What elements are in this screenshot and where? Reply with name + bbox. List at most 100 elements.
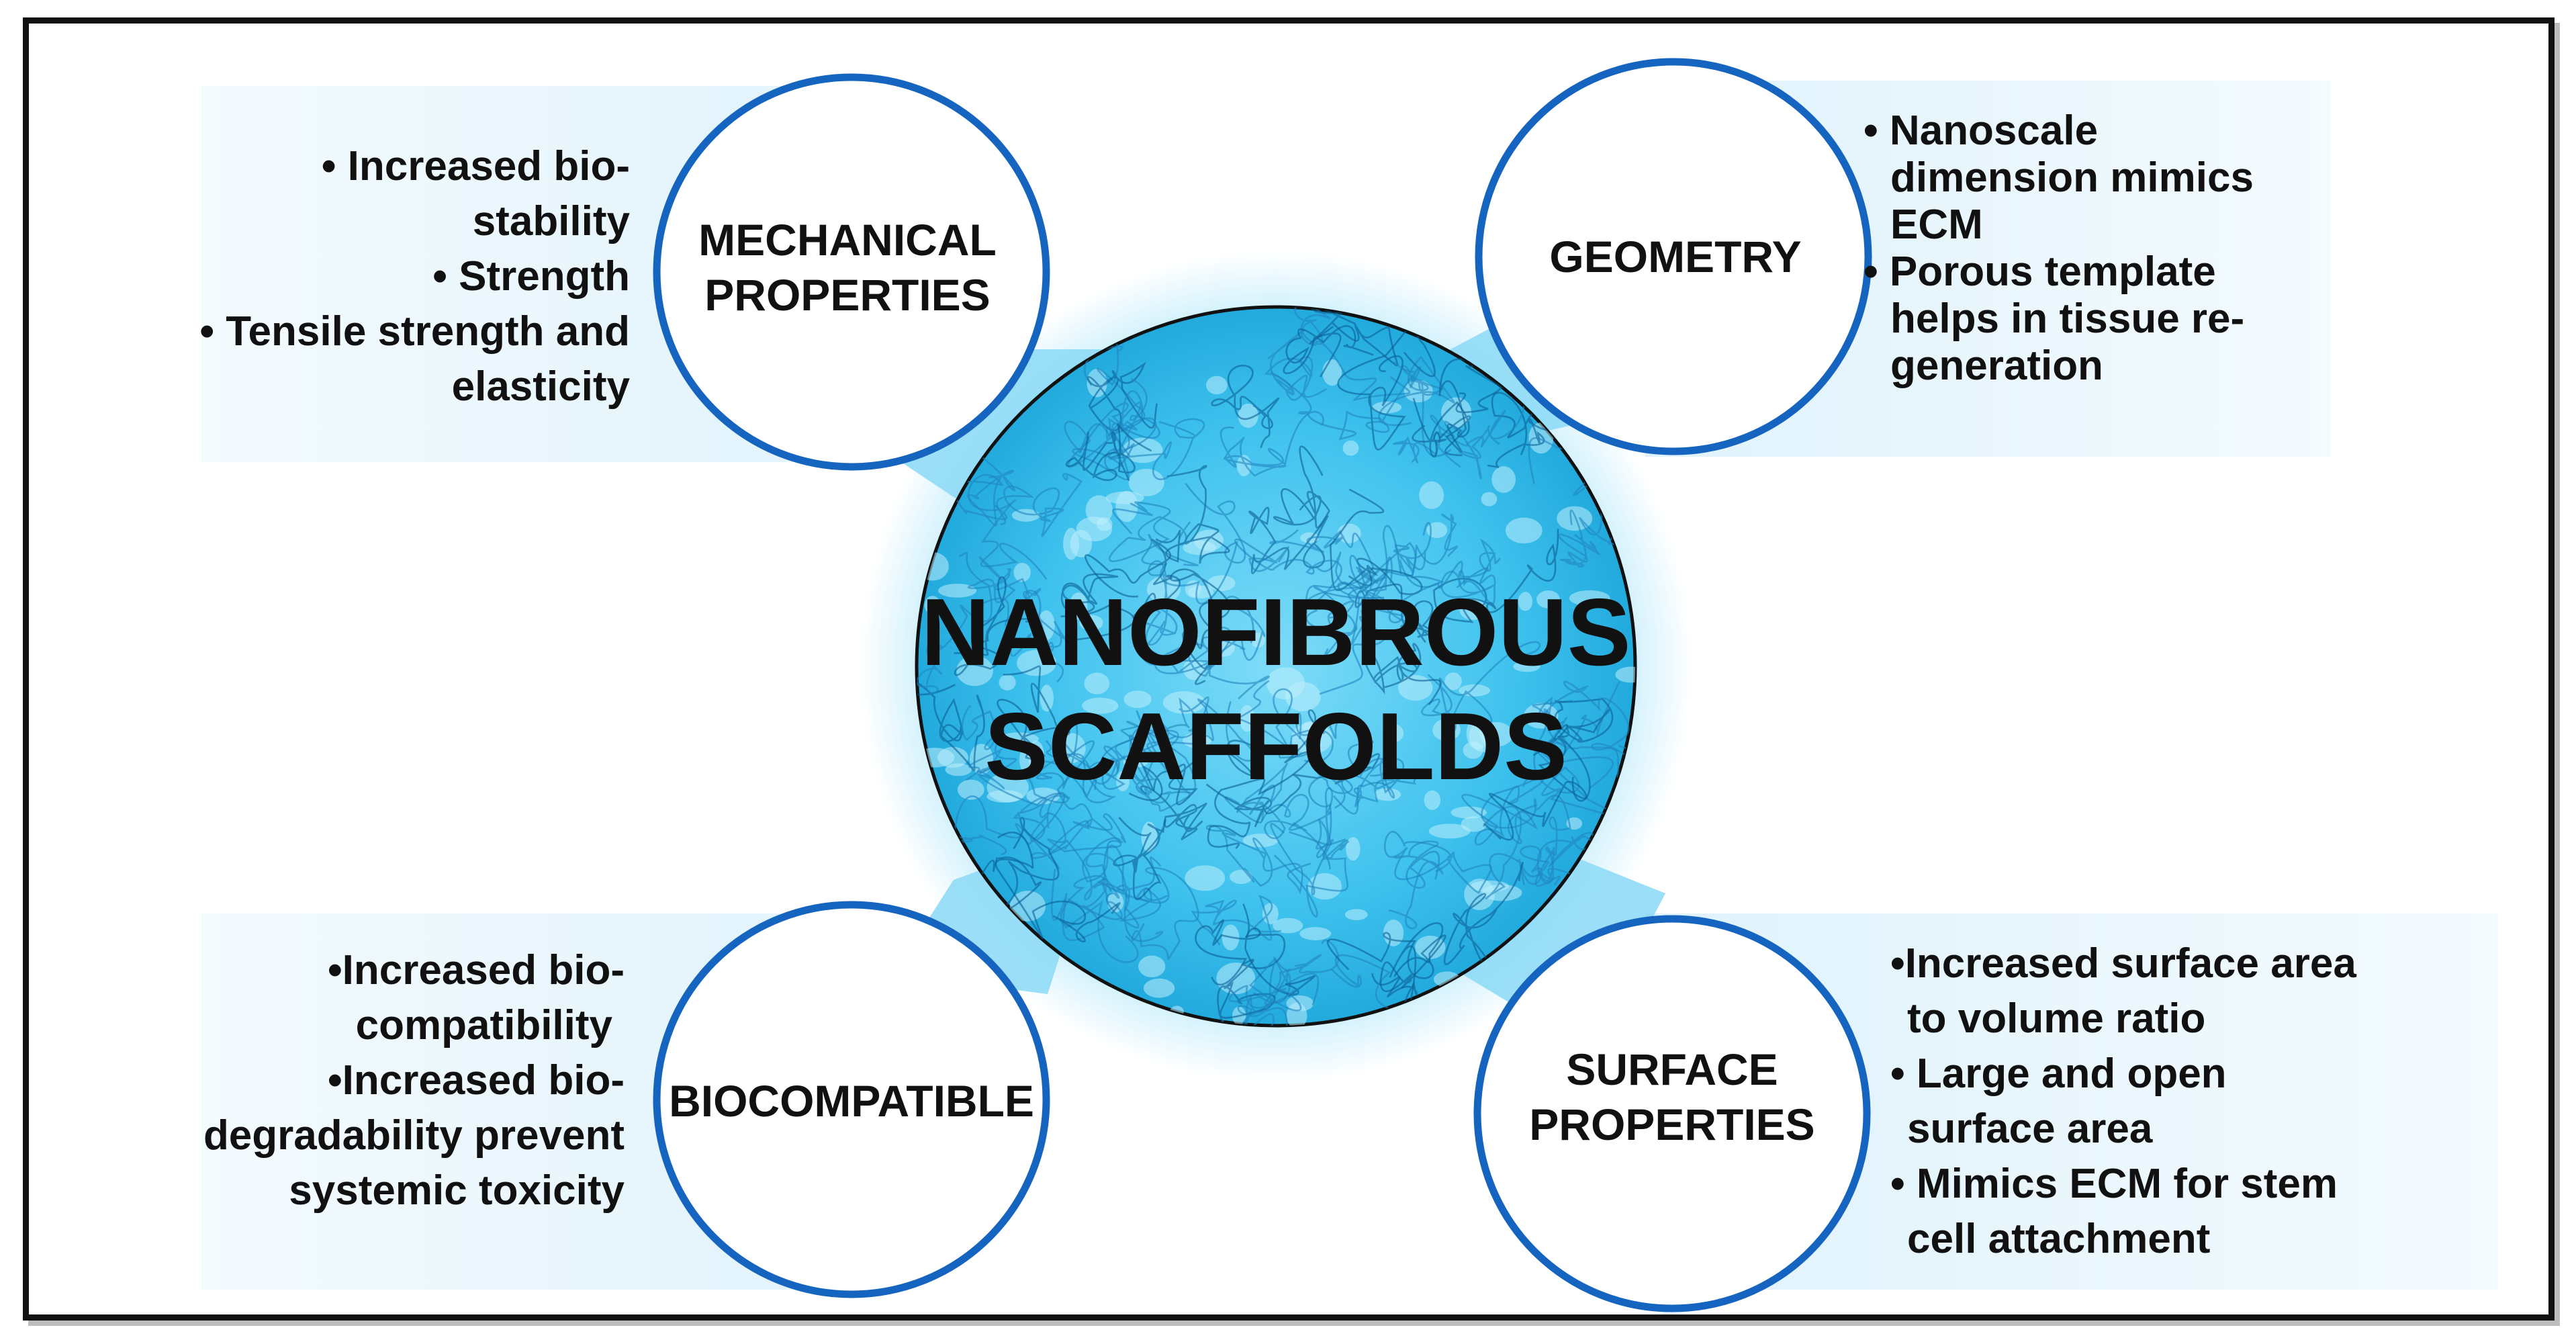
fiber-strand xyxy=(1421,641,1541,733)
fiber-blob xyxy=(1238,403,1258,429)
fiber-strand xyxy=(1236,762,1331,870)
fiber-strand xyxy=(1126,696,1209,794)
mechanical-bullet-line: • Tensile strength and xyxy=(199,308,630,355)
fiber-strand xyxy=(1383,830,1492,894)
fiber-blob xyxy=(1518,592,1533,611)
geometry-bullet-line: generation xyxy=(1890,343,2103,389)
surface-bullet-line: cell attachment xyxy=(1907,1216,2210,1262)
geometry-bullet-line: ECM xyxy=(1890,202,1983,248)
fiber-strand xyxy=(1248,506,1329,574)
fiber-strand xyxy=(1305,555,1408,630)
fiber-blob xyxy=(924,596,941,615)
fiber-blob xyxy=(1085,495,1113,525)
mechanical-circle xyxy=(653,73,1050,471)
fiber-strand xyxy=(968,556,1042,627)
fiber-strand xyxy=(1191,895,1282,946)
surface-label-line2: PROPERTIES xyxy=(1529,1100,1814,1149)
fiber-strand xyxy=(1438,358,1510,457)
fiber-strand xyxy=(1067,844,1168,922)
fiber-strand xyxy=(1015,791,1126,869)
biocompatible-bullet-line: •Increased bio- xyxy=(328,947,625,993)
fiber-strand xyxy=(1195,919,1316,997)
fiber-strand xyxy=(1140,785,1207,841)
surface-bullet-line: • Mimics ECM for stem xyxy=(1890,1161,2338,1207)
biocompatible-bullet-line: •Increased bio- xyxy=(328,1057,625,1104)
fiber-strand xyxy=(980,589,1066,683)
fiber-blob xyxy=(1385,724,1404,742)
fiber-strand xyxy=(1378,355,1455,457)
mechanical-bullet-line: elasticity xyxy=(452,363,631,410)
geometry-bullet-line: dimension mimics xyxy=(1890,154,2254,201)
fiber-strand xyxy=(1362,643,1442,705)
fiber-strand xyxy=(1305,586,1385,658)
fiber-strand xyxy=(1273,818,1350,918)
fiber-blob xyxy=(986,790,1023,803)
mechanical-bullet-line: • Increased bio- xyxy=(322,143,630,189)
fiber-strand xyxy=(1115,698,1255,771)
fiber-strand xyxy=(1269,529,1375,586)
fiber-strand xyxy=(995,832,1121,942)
mechanical-bullet-line: • Strength xyxy=(432,253,630,300)
fiber-strand xyxy=(1459,379,1545,480)
fiber-blob xyxy=(945,763,972,776)
surface-bullet-line: surface area xyxy=(1907,1106,2153,1152)
fiber-blob xyxy=(1079,615,1103,631)
fiber-strand xyxy=(1440,538,1502,606)
geometry-bullet-line: helps in tissue re- xyxy=(1890,296,2244,342)
geometry-bullet-line: • Nanoscale xyxy=(1864,107,2098,154)
fiber-strand xyxy=(1078,390,1157,459)
fiber-strand xyxy=(917,551,993,695)
fiber-blob xyxy=(1128,468,1164,496)
fiber-strand xyxy=(1348,513,1459,624)
biocompatible-circle xyxy=(653,901,1050,1298)
center-title-line2: SCAFFOLDS xyxy=(984,693,1567,800)
fiber-blob xyxy=(1084,672,1110,695)
fiber-strand xyxy=(953,795,1048,856)
fiber-blob xyxy=(1444,672,1462,690)
fiber-blob xyxy=(1428,823,1471,839)
fiber-blob xyxy=(1082,697,1119,714)
fiber-blob xyxy=(1017,650,1056,676)
fiber-blob xyxy=(1307,873,1342,900)
fiber-blob xyxy=(1536,590,1560,609)
fiber-strand xyxy=(1154,631,1271,700)
fiber-blob xyxy=(1491,466,1516,493)
fiber-blob xyxy=(1432,719,1461,742)
mechanical-bullet-line: stability xyxy=(473,198,631,244)
fiber-strand xyxy=(1104,418,1205,480)
fiber-blob xyxy=(1299,927,1332,940)
fiber-strand xyxy=(1481,775,1571,885)
fiber-texture xyxy=(917,307,1635,1026)
fiber-blob xyxy=(1123,690,1152,709)
fiber-strand xyxy=(1326,932,1446,992)
fiber-strand xyxy=(997,665,1070,764)
fiber-blob xyxy=(1342,440,1359,456)
fiber-strand xyxy=(1295,712,1399,815)
fiber-strand xyxy=(1039,740,1122,853)
fiber-strand xyxy=(1060,573,1135,641)
biocompatible-label: BIOCOMPATIBLE xyxy=(669,1076,1034,1126)
fiber-strand xyxy=(1159,595,1266,671)
fiber-strand xyxy=(976,736,1085,807)
fiber-strand xyxy=(1228,939,1340,1009)
surface-circle xyxy=(1473,915,1871,1312)
fiber-strand xyxy=(1205,824,1311,895)
fiber-strand xyxy=(996,473,1083,537)
fiber-strand xyxy=(970,817,1060,911)
fiber-strand xyxy=(1359,522,1432,590)
fiber-blob xyxy=(1461,816,1487,832)
geometry-label: GEOMETRY xyxy=(1549,232,1801,281)
fiber-strand xyxy=(1264,329,1327,401)
fiber-strand xyxy=(1217,903,1286,1026)
fiber-blob xyxy=(1183,540,1217,555)
fiber-blob xyxy=(1285,682,1321,711)
fiber-strand xyxy=(1224,787,1334,846)
fiber-blob xyxy=(1513,661,1540,672)
fiber-blob xyxy=(1481,492,1498,506)
fiber-strand xyxy=(1211,365,1280,449)
surface-bullet-line: • Large and open xyxy=(1890,1051,2227,1097)
fiber-strand xyxy=(1220,410,1324,477)
fiber-strand xyxy=(1141,482,1246,605)
fiber-strand xyxy=(1131,866,1199,961)
